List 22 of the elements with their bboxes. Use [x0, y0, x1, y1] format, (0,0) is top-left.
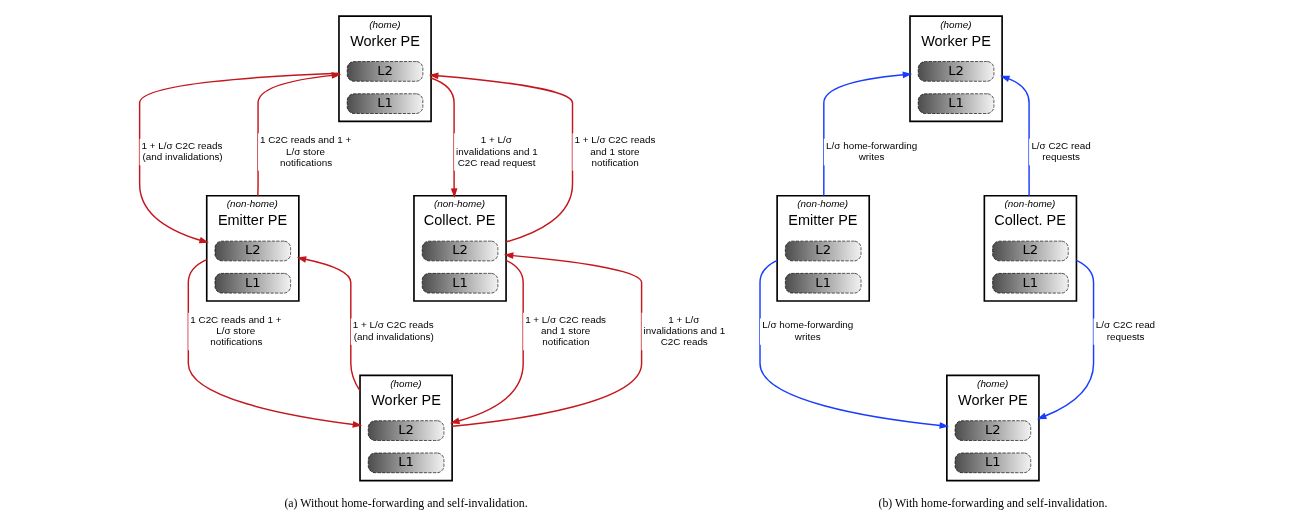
- edge-label: 1 C2C reads and 1 + L/σ store notifications: [190, 314, 282, 348]
- node-label: (home): [390, 377, 422, 389]
- edge-label: 1 + L/σ C2C reads and 1 store notification: [525, 314, 607, 348]
- node-label: (non-home): [226, 198, 278, 210]
- node-label: (home): [977, 377, 1009, 389]
- edge-label: 1 + L/σ C2C reads (and invalidations): [352, 319, 434, 342]
- edge-label: 1 + L/σ C2C reads and 1 store notification: [574, 134, 656, 168]
- node-label: (non-home): [1004, 198, 1056, 210]
- label: (a) Without home-forwarding and self-invalidation.: [284, 496, 528, 511]
- edge-label: L/σ home-forwarding writes: [826, 139, 918, 162]
- label: (b) With home-forwarding and self-invalidation.: [878, 496, 1108, 511]
- node-label: (home): [940, 18, 972, 30]
- node-label: (non-home): [434, 198, 485, 210]
- edge-label: 1 + L/σ invalidations and 1 C2C read request: [456, 134, 538, 168]
- edge-label: L/σ home-forwarding writes: [762, 319, 854, 342]
- node-label: (home): [369, 18, 401, 30]
- edge-label: L/σ C2C read requests: [1031, 139, 1091, 162]
- edge-label: 1 + L/σ invalidations and 1 C2C reads: [643, 314, 726, 348]
- edge-label: 1 + L/σ C2C reads (and invalidations): [141, 139, 223, 162]
- edge-label: L/σ C2C read requests: [1095, 319, 1156, 342]
- edge-label: 1 C2C reads and 1 + L/σ store notifications: [260, 134, 352, 168]
- node-label: (non-home): [797, 198, 849, 210]
